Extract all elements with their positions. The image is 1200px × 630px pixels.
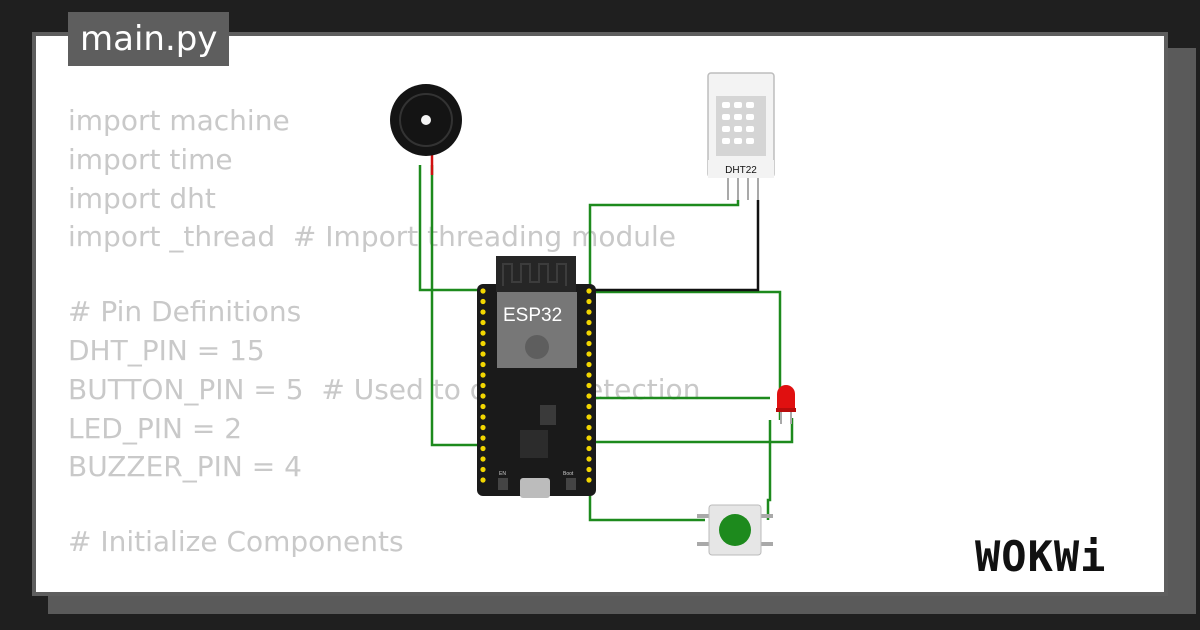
- code-line: import _thread # Import threading module: [68, 220, 677, 254]
- code-preview: import machine import time import dht im…: [68, 102, 700, 562]
- usb-port: [520, 478, 550, 498]
- boot-label: Boot: [563, 471, 574, 477]
- preview-card: [32, 32, 1168, 596]
- code-line: BUTTON_PIN = 5 # Used to detect detectio…: [68, 372, 701, 406]
- header-pin: [480, 288, 486, 294]
- header-pin: [586, 382, 592, 389]
- header-pin: [480, 414, 486, 420]
- wire-button-right: [766, 420, 772, 520]
- wire-dht-data: [588, 200, 740, 295]
- wire-led-ground: [592, 418, 794, 444]
- en-label: EN: [499, 471, 506, 477]
- pin-header-right: [586, 288, 592, 483]
- pin-header-left: [480, 288, 486, 483]
- header-pin: [586, 435, 592, 441]
- wire-board-to-right: [590, 290, 782, 420]
- header-pin: [480, 330, 486, 336]
- antenna-module: [496, 256, 576, 292]
- antenna-trace: [502, 263, 567, 286]
- header-pin: [480, 361, 486, 368]
- sensor-label-area: [708, 160, 774, 178]
- pushbutton[interactable]: [697, 504, 773, 556]
- header-pin: [586, 403, 592, 410]
- header-pin: [480, 340, 486, 347]
- header-pin: [586, 361, 592, 368]
- header-pin: [586, 372, 592, 378]
- wires: [418, 165, 794, 522]
- code-line: BUZZER_PIN = 4: [68, 450, 302, 484]
- header-pin: [586, 340, 592, 347]
- wokwi-logo: WOKWi: [975, 532, 1107, 581]
- code-line: import machine: [68, 104, 290, 137]
- header-pin: [480, 435, 486, 441]
- wire-buzzer-ground: [430, 165, 480, 447]
- header-pin: [586, 445, 592, 452]
- wire-buzzer-to-board: [418, 165, 480, 292]
- code-line: # Pin Definitions: [68, 295, 302, 329]
- code-line: import time: [68, 142, 233, 176]
- code-line: import dht: [68, 181, 216, 215]
- header-pin: [586, 477, 592, 483]
- header-pin: [586, 319, 592, 326]
- dht22-sensor[interactable]: DHT22: [707, 72, 775, 200]
- code-line: # Initialize Components: [68, 525, 404, 559]
- sensor-vents: [722, 102, 754, 144]
- header-pin: [586, 298, 592, 305]
- header-pin: [480, 477, 486, 483]
- header-pin: [480, 319, 486, 326]
- wire-dht-vcc: [590, 200, 760, 292]
- en-button[interactable]: [498, 478, 508, 490]
- header-pin: [586, 466, 592, 473]
- header-pin: [480, 393, 486, 399]
- header-pin: [480, 466, 486, 473]
- code-line: LED_PIN = 2: [68, 411, 243, 445]
- header-pin: [480, 403, 486, 410]
- wire-button-left: [588, 445, 705, 522]
- header-pin: [586, 309, 592, 315]
- espressif-logo-icon: [525, 335, 549, 359]
- header-pin: [586, 393, 592, 399]
- header-pin: [586, 351, 592, 357]
- header-pin: [586, 288, 592, 294]
- boot-button[interactable]: [566, 478, 576, 490]
- code-line: DHT_PIN = 15: [68, 333, 265, 367]
- header-pin: [586, 424, 592, 431]
- sensor-label: DHT22: [725, 165, 757, 176]
- header-pin: [480, 309, 486, 315]
- mcu-label: ESP32: [503, 305, 562, 326]
- header-pin: [480, 372, 486, 378]
- buzzer-hole: [421, 115, 431, 125]
- filename-tab[interactable]: main.py: [68, 12, 230, 66]
- header-pin: [480, 351, 486, 357]
- header-pin: [480, 445, 486, 452]
- header-pin: [586, 330, 592, 336]
- header-pin: [480, 456, 486, 462]
- header-pin: [480, 298, 486, 305]
- header-pin: [586, 414, 592, 420]
- header-pin: [480, 424, 486, 431]
- regulator-chip: [540, 405, 556, 425]
- sensor-pins: [727, 178, 759, 200]
- header-pin: [480, 382, 486, 389]
- red-led[interactable]: [776, 385, 796, 424]
- main-chip: [520, 430, 548, 458]
- buzzer[interactable]: [390, 84, 462, 156]
- esp32-board[interactable]: ESP32 EN Boot: [477, 256, 596, 498]
- header-pin: [586, 456, 592, 462]
